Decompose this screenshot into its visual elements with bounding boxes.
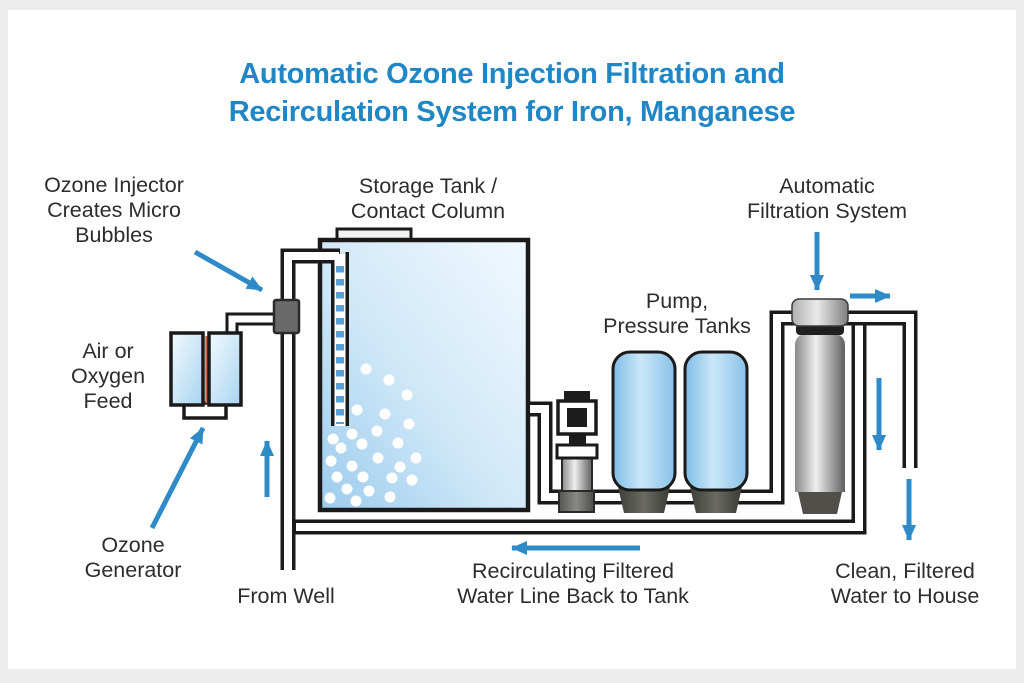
bubble (327, 433, 339, 445)
bubble (357, 471, 369, 483)
pipes (225, 248, 918, 574)
house-outlet-pipe (838, 310, 918, 468)
filter-valve-cap (791, 298, 849, 327)
automatic-filtration-label: Automatic Filtration System (746, 174, 908, 223)
bubble (383, 374, 395, 386)
bubble (341, 483, 353, 495)
ozone-generator-label: Ozone Generator (84, 533, 182, 582)
pump-cap (564, 391, 590, 401)
bubble (324, 492, 336, 504)
injector-feed-pipe-bore (284, 252, 339, 312)
house-outlet-pipe-bore (838, 314, 914, 473)
injector-pointer-arrow-icon (193, 249, 264, 293)
micro-bubbles (324, 363, 422, 507)
storage-tank-label: Storage Tank / Contact Column (350, 174, 506, 223)
bubble (331, 471, 343, 483)
bubble (335, 442, 347, 454)
bubble (372, 452, 384, 464)
pressure-tanks (611, 350, 749, 513)
bubble (401, 389, 413, 401)
from-well-label: From Well (237, 584, 335, 608)
pressure-tank-1-base (618, 487, 670, 513)
title-line-2: Recirculation System for Iron, Manganese (228, 95, 796, 128)
clean-water-label: Clean, Filtered Water to House (830, 559, 980, 608)
bubble (403, 418, 415, 430)
diagram-title: Automatic Ozone Injection Filtration and… (0, 56, 1024, 131)
bubble (363, 485, 375, 497)
bubble (406, 474, 418, 486)
flow-arrows (149, 232, 916, 555)
bubble (346, 460, 358, 472)
pressure-tank-2-base (690, 487, 742, 513)
pump-flange (555, 443, 599, 460)
pump-pressure-tanks-label: Pump, Pressure Tanks (603, 289, 751, 338)
pump-neck (569, 433, 586, 445)
bubble (360, 363, 372, 375)
pressure-tank-1 (611, 350, 677, 492)
bubble (356, 438, 368, 450)
air-oxygen-feed-label: Air or Oxygen Feed (70, 339, 146, 413)
bubble (394, 461, 406, 473)
bubble (384, 491, 396, 503)
bubble (346, 428, 358, 440)
bubble (350, 495, 362, 507)
generator-cell-left (169, 331, 205, 407)
bubble (371, 425, 383, 437)
pump (555, 391, 599, 513)
bubble (392, 437, 404, 449)
bubble (410, 452, 422, 464)
title-line-1: Automatic Ozone Injection Filtration and (239, 58, 785, 90)
bubble (325, 455, 337, 467)
bubble (386, 472, 398, 484)
bubble (379, 408, 391, 420)
ozone-injector (272, 298, 301, 335)
pump-barrel (561, 456, 593, 492)
bubble (351, 404, 363, 416)
pump-base (558, 490, 595, 513)
ozone-injector-label: Ozone Injector Creates Micro Bubbles (44, 173, 184, 247)
recirculating-line-label: Recirculating Filtered Water Line Back t… (457, 559, 689, 608)
generator-pointer-arrow-icon (149, 426, 206, 530)
ozone-generator (169, 331, 243, 420)
recirculation-pipe-bore (296, 322, 863, 531)
pump-motor-window (567, 408, 587, 427)
filter-body (795, 334, 845, 492)
filtration-tank (791, 298, 849, 514)
generator-cell-right (207, 331, 243, 407)
filter-base (798, 492, 842, 514)
pressure-tank-2 (683, 350, 749, 492)
